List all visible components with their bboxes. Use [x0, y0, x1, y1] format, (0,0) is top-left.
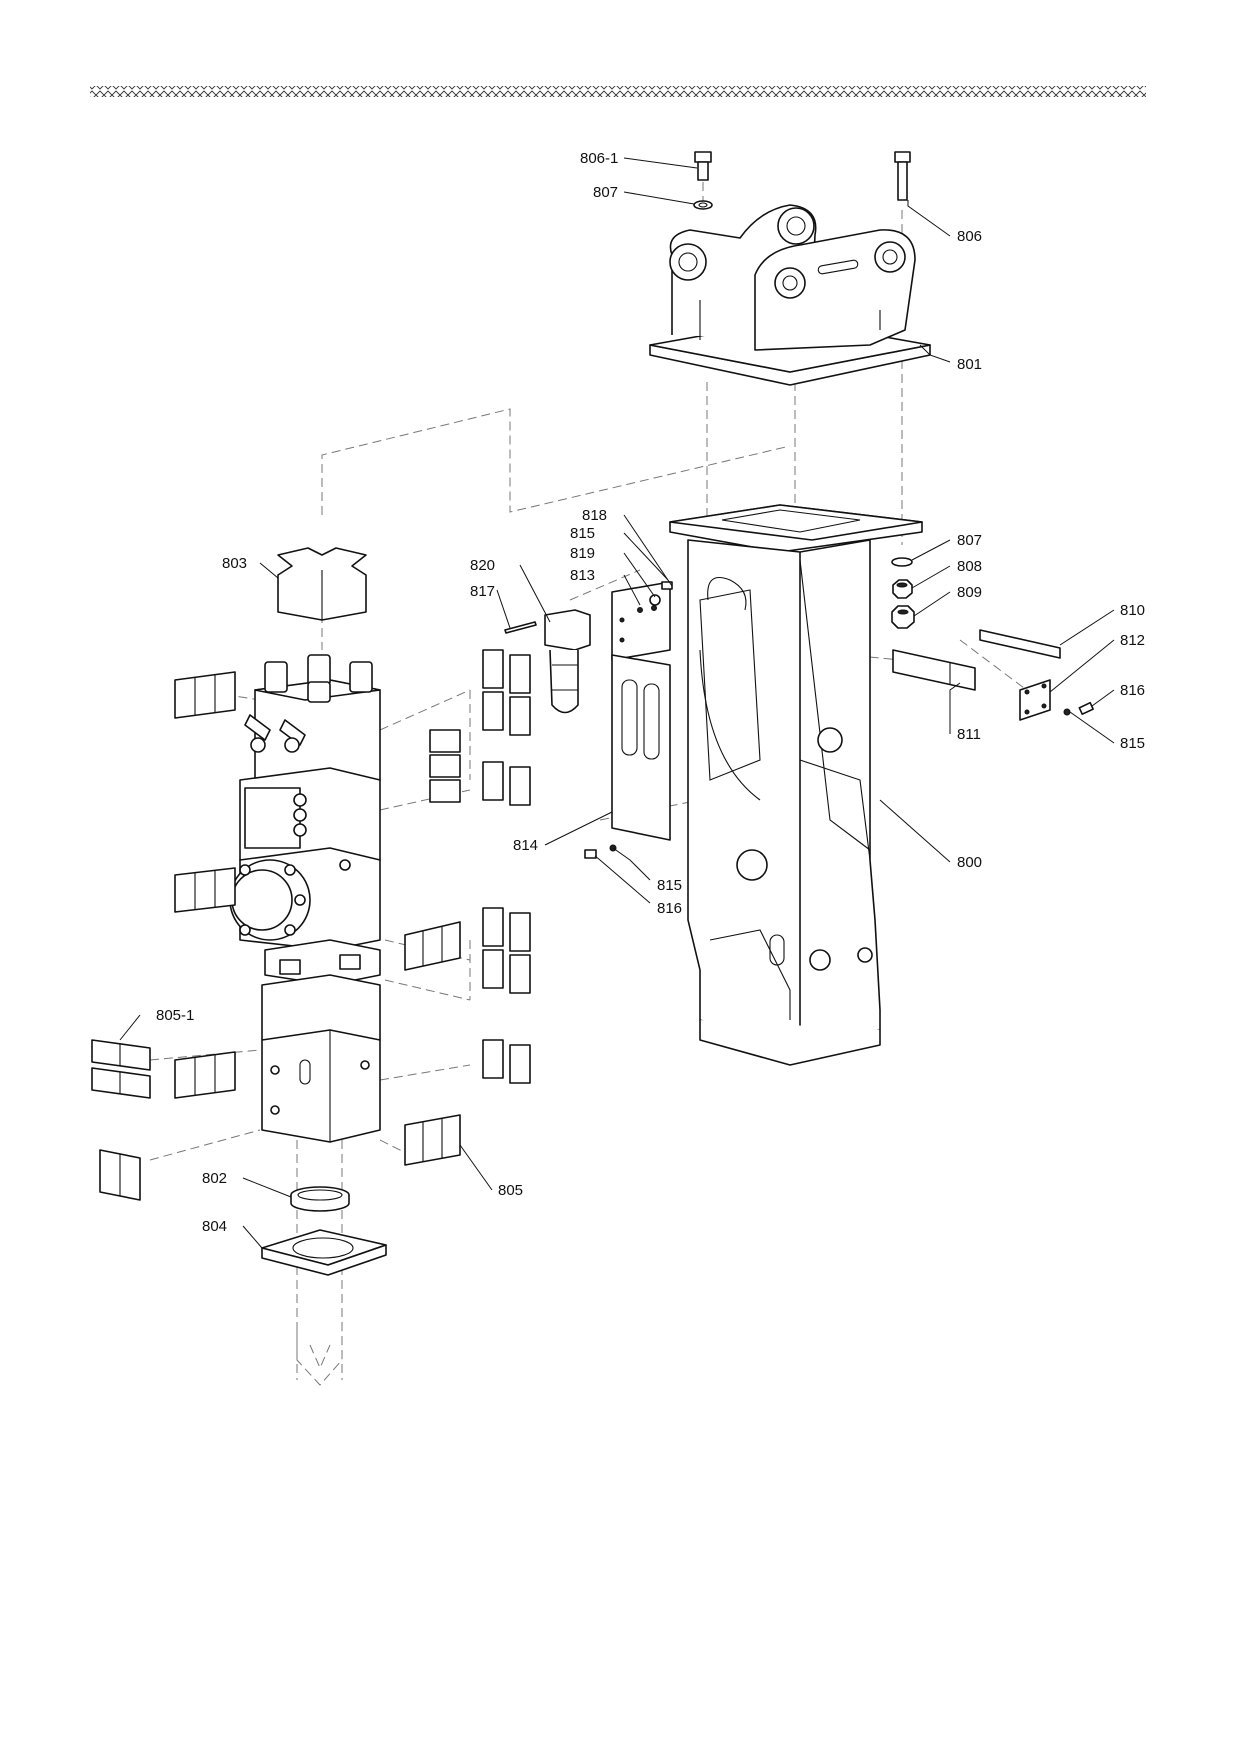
- part-801-mounting-bracket: [649, 204, 931, 386]
- part-800-housing: [669, 504, 923, 1066]
- label-800: 800: [957, 854, 982, 871]
- part-814-cover-plate: [611, 654, 671, 841]
- label-806: 806: [957, 228, 982, 245]
- part-817-pin: [504, 621, 537, 634]
- part-819-fitting: [649, 594, 661, 606]
- label-820: 820: [470, 557, 495, 574]
- part-809-nut: [891, 605, 915, 629]
- label-815-a: 815: [570, 525, 595, 542]
- label-806-1: 806-1: [580, 150, 618, 167]
- part-805-1-pads: [91, 1039, 151, 1201]
- label-807-top: 807: [593, 184, 618, 201]
- label-816-a: 816: [1120, 682, 1145, 699]
- label-818: 818: [582, 507, 607, 524]
- label-804: 804: [202, 1218, 227, 1235]
- label-815-c: 815: [657, 877, 682, 894]
- label-801: 801: [957, 356, 982, 373]
- part-811-block: [892, 649, 976, 691]
- part-816-screw-left: [584, 849, 597, 859]
- part-806-1-bolt: [694, 151, 712, 181]
- part-805-pads: [404, 1114, 461, 1166]
- part-804-wear-plate: [261, 1229, 387, 1276]
- label-803: 803: [222, 555, 247, 572]
- label-819: 819: [570, 545, 595, 562]
- label-809: 809: [957, 584, 982, 601]
- top-border-pattern: [90, 86, 1146, 97]
- buffer-pads-left: [174, 671, 236, 1099]
- part-807-washer: [891, 557, 913, 567]
- pad-group-middle: [404, 907, 531, 1084]
- part-807-washer-top: [693, 200, 713, 210]
- label-810: 810: [1120, 602, 1145, 619]
- label-816-b: 816: [657, 900, 682, 917]
- label-812: 812: [1120, 632, 1145, 649]
- label-805-1: 805-1: [156, 1007, 194, 1024]
- label-815-b: 815: [1120, 735, 1145, 752]
- label-805: 805: [498, 1182, 523, 1199]
- part-815-washer-right: [1063, 708, 1071, 716]
- part-810-strip: [979, 629, 1061, 659]
- label-802: 802: [202, 1170, 227, 1187]
- part-806-bolt: [894, 151, 911, 201]
- pad-group-upper: [429, 649, 531, 806]
- cap-screws-top: [264, 654, 373, 703]
- label-807: 807: [957, 532, 982, 549]
- part-812-cover-plate: [1019, 679, 1051, 721]
- part-labels: 806-1 807 806 801 818 815 819 813 820 80…: [156, 150, 1145, 1235]
- label-814: 814: [513, 837, 538, 854]
- part-803-spacer: [277, 547, 367, 621]
- chisel-tool-outline: [296, 1330, 343, 1386]
- label-808: 808: [957, 558, 982, 575]
- part-813-plate: [611, 581, 671, 661]
- part-802-ring: [290, 1186, 350, 1212]
- hose-fittings: [244, 714, 306, 753]
- buffer-pads-right: [404, 649, 531, 1166]
- label-813: 813: [570, 567, 595, 584]
- part-808-nut: [892, 579, 913, 599]
- part-816-screw-right: [1078, 701, 1094, 715]
- label-817: 817: [470, 583, 495, 600]
- label-811: 811: [957, 726, 981, 743]
- part-820-valve: [544, 609, 591, 714]
- hammer-body-assembly: [229, 654, 381, 1143]
- leader-lines: [119, 157, 1115, 1249]
